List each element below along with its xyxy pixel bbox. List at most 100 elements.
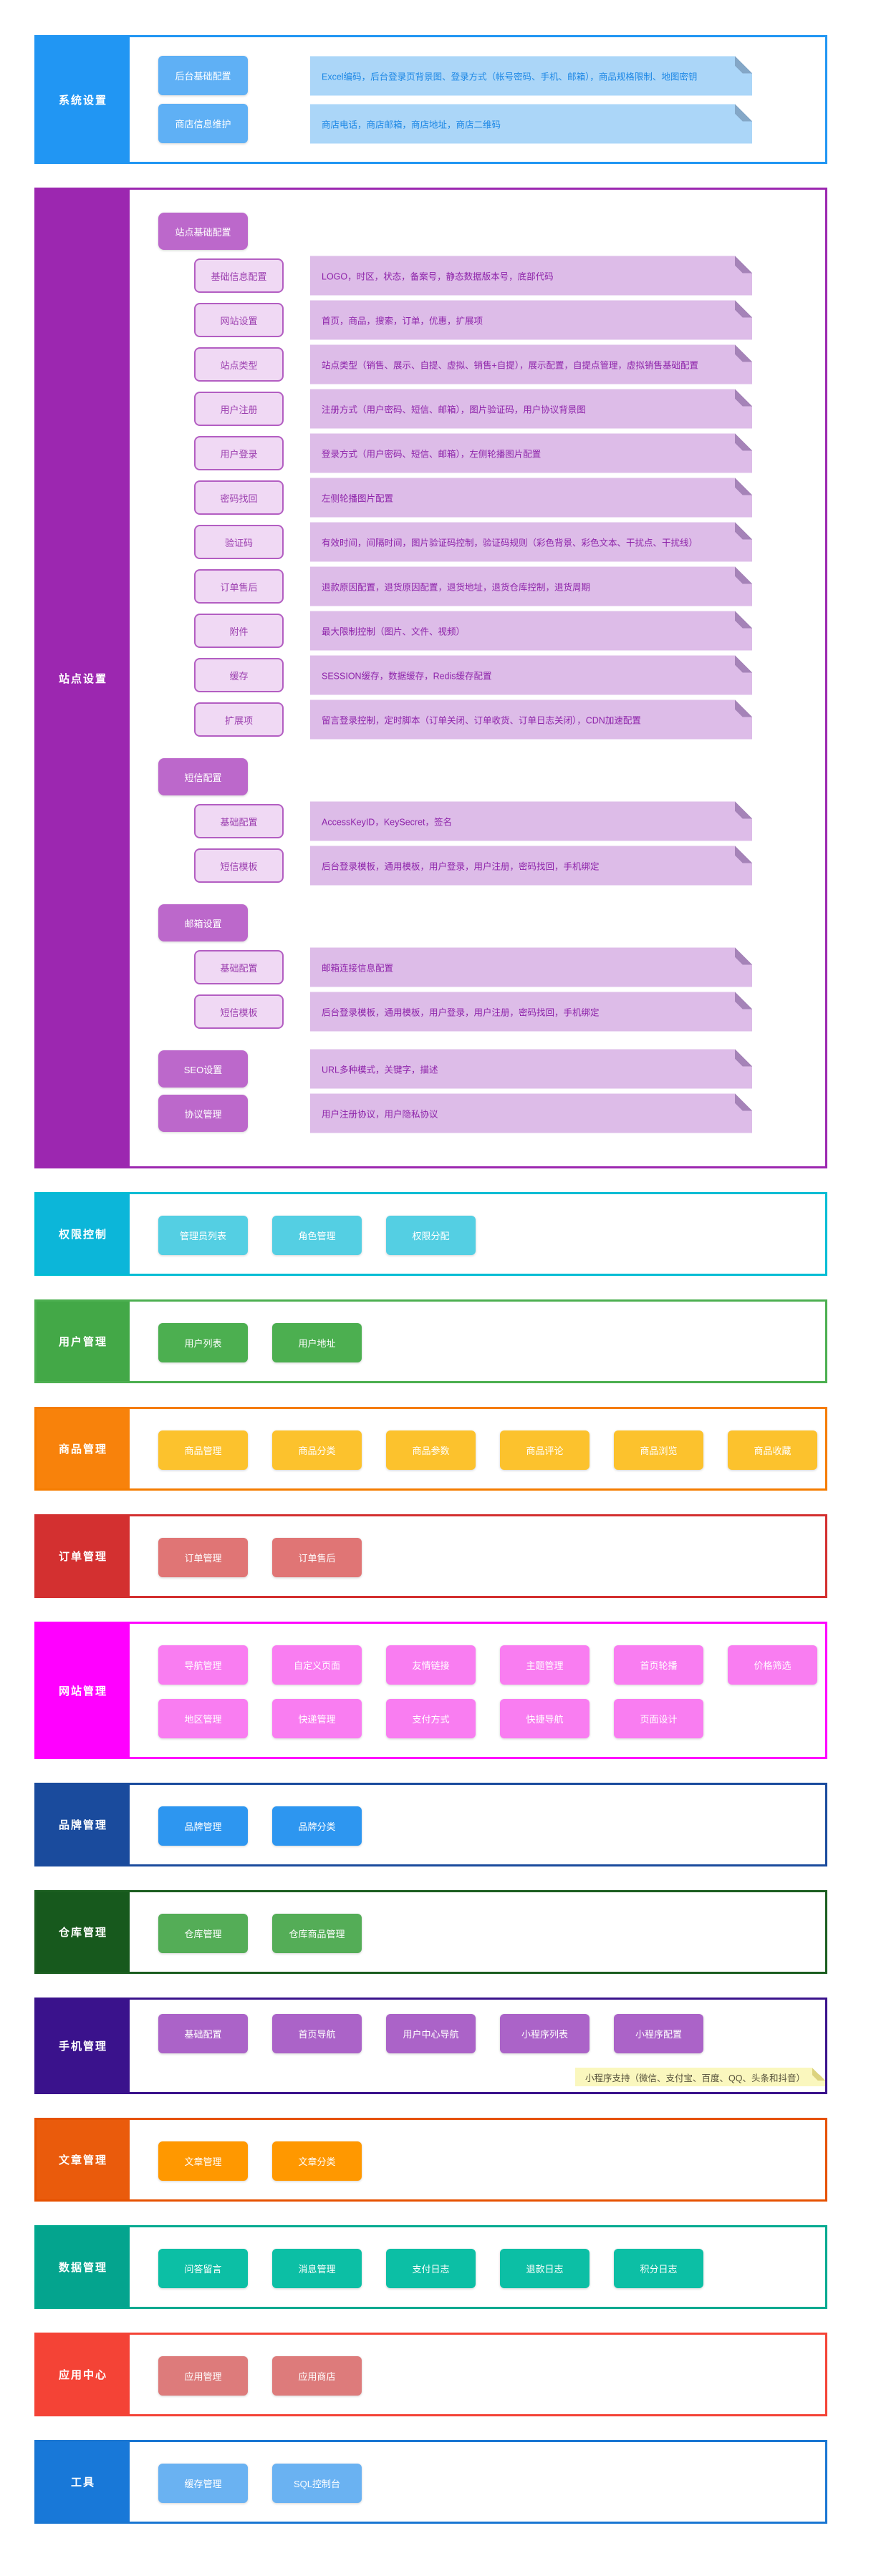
folded-corner-icon <box>735 846 752 863</box>
menu-button[interactable]: 品牌分类 <box>272 1806 362 1846</box>
menu-button[interactable]: 商品管理 <box>158 1430 248 1470</box>
menu-button[interactable]: 首页轮播 <box>614 1645 703 1685</box>
section-user-management: 用户管理用户列表用户地址 <box>34 1299 827 1383</box>
section-sidebar: 文章管理 <box>37 2120 130 2199</box>
menu-button[interactable]: 价格筛选 <box>728 1645 817 1685</box>
note: 站点类型（销售、展示、自提、虚拟、销售+自提），展示配置，自提点管理，虚拟销售基… <box>310 344 752 384</box>
folded-corner-icon <box>735 104 752 121</box>
section-content: 导航管理自定义页面友情链接主题管理首页轮播价格筛选地区管理快递管理支付方式快捷导… <box>130 1624 825 1757</box>
menu-button[interactable]: 商店信息维护 <box>158 104 248 143</box>
menu-button[interactable]: 应用管理 <box>158 2356 248 2396</box>
menu-button[interactable]: 扩展项 <box>194 702 284 737</box>
menu-button[interactable]: SQL控制台 <box>272 2464 362 2503</box>
menu-button[interactable]: 商品评论 <box>500 1430 590 1470</box>
note-text: LOGO，时区，状态，备案号，静态数据版本号，底部代码 <box>322 271 554 282</box>
menu-button[interactable]: 品牌管理 <box>158 1806 248 1846</box>
menu-button[interactable]: 商品收藏 <box>728 1430 817 1470</box>
note: 商店电话，商店邮箱，商店地址，商店二维码 <box>310 104 752 143</box>
menu-button[interactable]: 友情链接 <box>386 1645 476 1685</box>
section-label: 仓库管理 <box>58 1927 107 1939</box>
menu-button[interactable]: 自定义页面 <box>272 1645 362 1685</box>
menu-button[interactable]: 订单售后 <box>272 1538 362 1577</box>
menu-button[interactable]: 退款日志 <box>500 2249 590 2288</box>
menu-button[interactable]: 基础配置 <box>158 2014 248 2053</box>
note: 后台登录模板，通用模板，用户登录，用户注册，密码找回，手机绑定 <box>310 992 752 1032</box>
menu-button[interactable]: 地区管理 <box>158 1699 248 1738</box>
menu-button[interactable]: 缓存管理 <box>158 2464 248 2503</box>
menu-button[interactable]: 订单售后 <box>194 569 284 604</box>
menu-button[interactable]: 商品参数 <box>386 1430 476 1470</box>
menu-button[interactable]: 消息管理 <box>272 2249 362 2288</box>
feature-row: 短信配置 <box>130 758 825 795</box>
menu-button[interactable]: 用户中心导航 <box>386 2014 476 2053</box>
menu-button[interactable]: 导航管理 <box>158 1645 248 1685</box>
section-sidebar: 品牌管理 <box>37 1785 130 1864</box>
menu-button[interactable]: 用户登录 <box>194 436 284 470</box>
section-content: 缓存管理 SQL控制台 <box>130 2442 825 2522</box>
note-text: 有效时间，间隔时间，图片验证码控制，验证码规则（彩色背景、彩色文本、干扰点、干扰… <box>322 538 698 548</box>
section-sidebar: 应用中心 <box>37 2335 130 2414</box>
menu-button[interactable]: 小程序列表 <box>500 2014 590 2053</box>
section-content: 问答留言消息管理支付日志退款日志积分日志 <box>130 2227 825 2307</box>
section-label: 品牌管理 <box>58 1819 107 1831</box>
section-sidebar: 工具 <box>37 2442 130 2522</box>
menu-button[interactable]: 主题管理 <box>500 1645 590 1685</box>
note: SESSION缓存，数据缓存，Redis缓存配置 <box>310 655 752 695</box>
menu-button[interactable]: 网站设置 <box>194 303 284 337</box>
menu-button[interactable]: 短信模板 <box>194 848 284 883</box>
menu-button[interactable]: 快递管理 <box>272 1699 362 1738</box>
menu-button[interactable]: 权限分配 <box>386 1216 476 1255</box>
folded-corner-icon <box>735 256 752 273</box>
menu-button[interactable]: 支付日志 <box>386 2249 476 2288</box>
menu-button[interactable]: 页面设计 <box>614 1699 703 1738</box>
folded-corner-icon <box>735 801 752 819</box>
menu-group-button[interactable]: 邮箱设置 <box>158 904 248 941</box>
feature-row: 站点基础配置 <box>130 213 825 250</box>
feature-row: 缓存 SESSION缓存，数据缓存，Redis缓存配置 <box>130 655 825 695</box>
section-label: 商品管理 <box>58 1443 107 1456</box>
menu-button[interactable]: 订单管理 <box>158 1538 248 1577</box>
note: 左侧轮播图片配置 <box>310 478 752 518</box>
menu-group-button[interactable]: SEO设置 <box>158 1050 248 1088</box>
menu-button[interactable]: 附件 <box>194 614 284 648</box>
folded-corner-icon <box>735 611 752 629</box>
section-sidebar: 权限控制 <box>37 1194 130 1274</box>
section-sidebar: 仓库管理 <box>37 1892 130 1972</box>
menu-button[interactable]: 商品浏览 <box>614 1430 703 1470</box>
menu-button[interactable]: 商品分类 <box>272 1430 362 1470</box>
note: 后台登录模板，通用模板，用户登录，用户注册，密码找回，手机绑定 <box>310 846 752 886</box>
menu-button[interactable]: 短信模板 <box>194 994 284 1029</box>
menu-button[interactable]: 基础配置 <box>194 804 284 838</box>
menu-button[interactable]: 首页导航 <box>272 2014 362 2053</box>
menu-button[interactable]: 密码找回 <box>194 480 284 515</box>
note-text: 站点类型（销售、展示、自提、虚拟、销售+自提），展示配置，自提点管理，虚拟销售基… <box>322 360 699 371</box>
menu-button[interactable]: 用户列表 <box>158 1323 248 1362</box>
menu-button[interactable]: 问答留言 <box>158 2249 248 2288</box>
menu-group-button[interactable]: 站点基础配置 <box>158 213 248 250</box>
menu-button[interactable]: 应用商店 <box>272 2356 362 2396</box>
menu-button[interactable]: 基础配置 <box>194 950 284 984</box>
menu-button[interactable]: 文章分类 <box>272 2141 362 2181</box>
menu-button[interactable]: 积分日志 <box>614 2249 703 2288</box>
menu-button[interactable]: 缓存 <box>194 658 284 692</box>
menu-button[interactable]: 支付方式 <box>386 1699 476 1738</box>
menu-button[interactable]: 文章管理 <box>158 2141 248 2181</box>
menu-button[interactable]: 角色管理 <box>272 1216 362 1255</box>
menu-button[interactable]: 仓库商品管理 <box>272 1914 362 1953</box>
menu-button[interactable]: 验证码 <box>194 525 284 559</box>
section-tools: 工具缓存管理 SQL控制台 <box>34 2440 827 2524</box>
menu-button[interactable]: 用户注册 <box>194 392 284 426</box>
feature-row: 短信模板后台登录模板，通用模板，用户登录，用户注册，密码找回，手机绑定 <box>130 846 825 886</box>
note-text: 留言登录控制，定时脚本（订单关闭、订单收货、订单日志关闭），CDN加速配置 <box>322 715 641 726</box>
menu-group-button[interactable]: 协议管理 <box>158 1095 248 1132</box>
menu-group-button[interactable]: 短信配置 <box>158 758 248 795</box>
menu-button[interactable]: 用户地址 <box>272 1323 362 1362</box>
menu-button[interactable]: 后台基础配置 <box>158 56 248 95</box>
menu-button[interactable]: 站点类型 <box>194 347 284 382</box>
menu-button[interactable]: 管理员列表 <box>158 1216 248 1255</box>
menu-button[interactable]: 仓库管理 <box>158 1914 248 1953</box>
menu-button[interactable]: 基础信息配置 <box>194 258 284 293</box>
menu-button[interactable]: 快捷导航 <box>500 1699 590 1738</box>
menu-button[interactable]: 小程序配置 <box>614 2014 703 2053</box>
